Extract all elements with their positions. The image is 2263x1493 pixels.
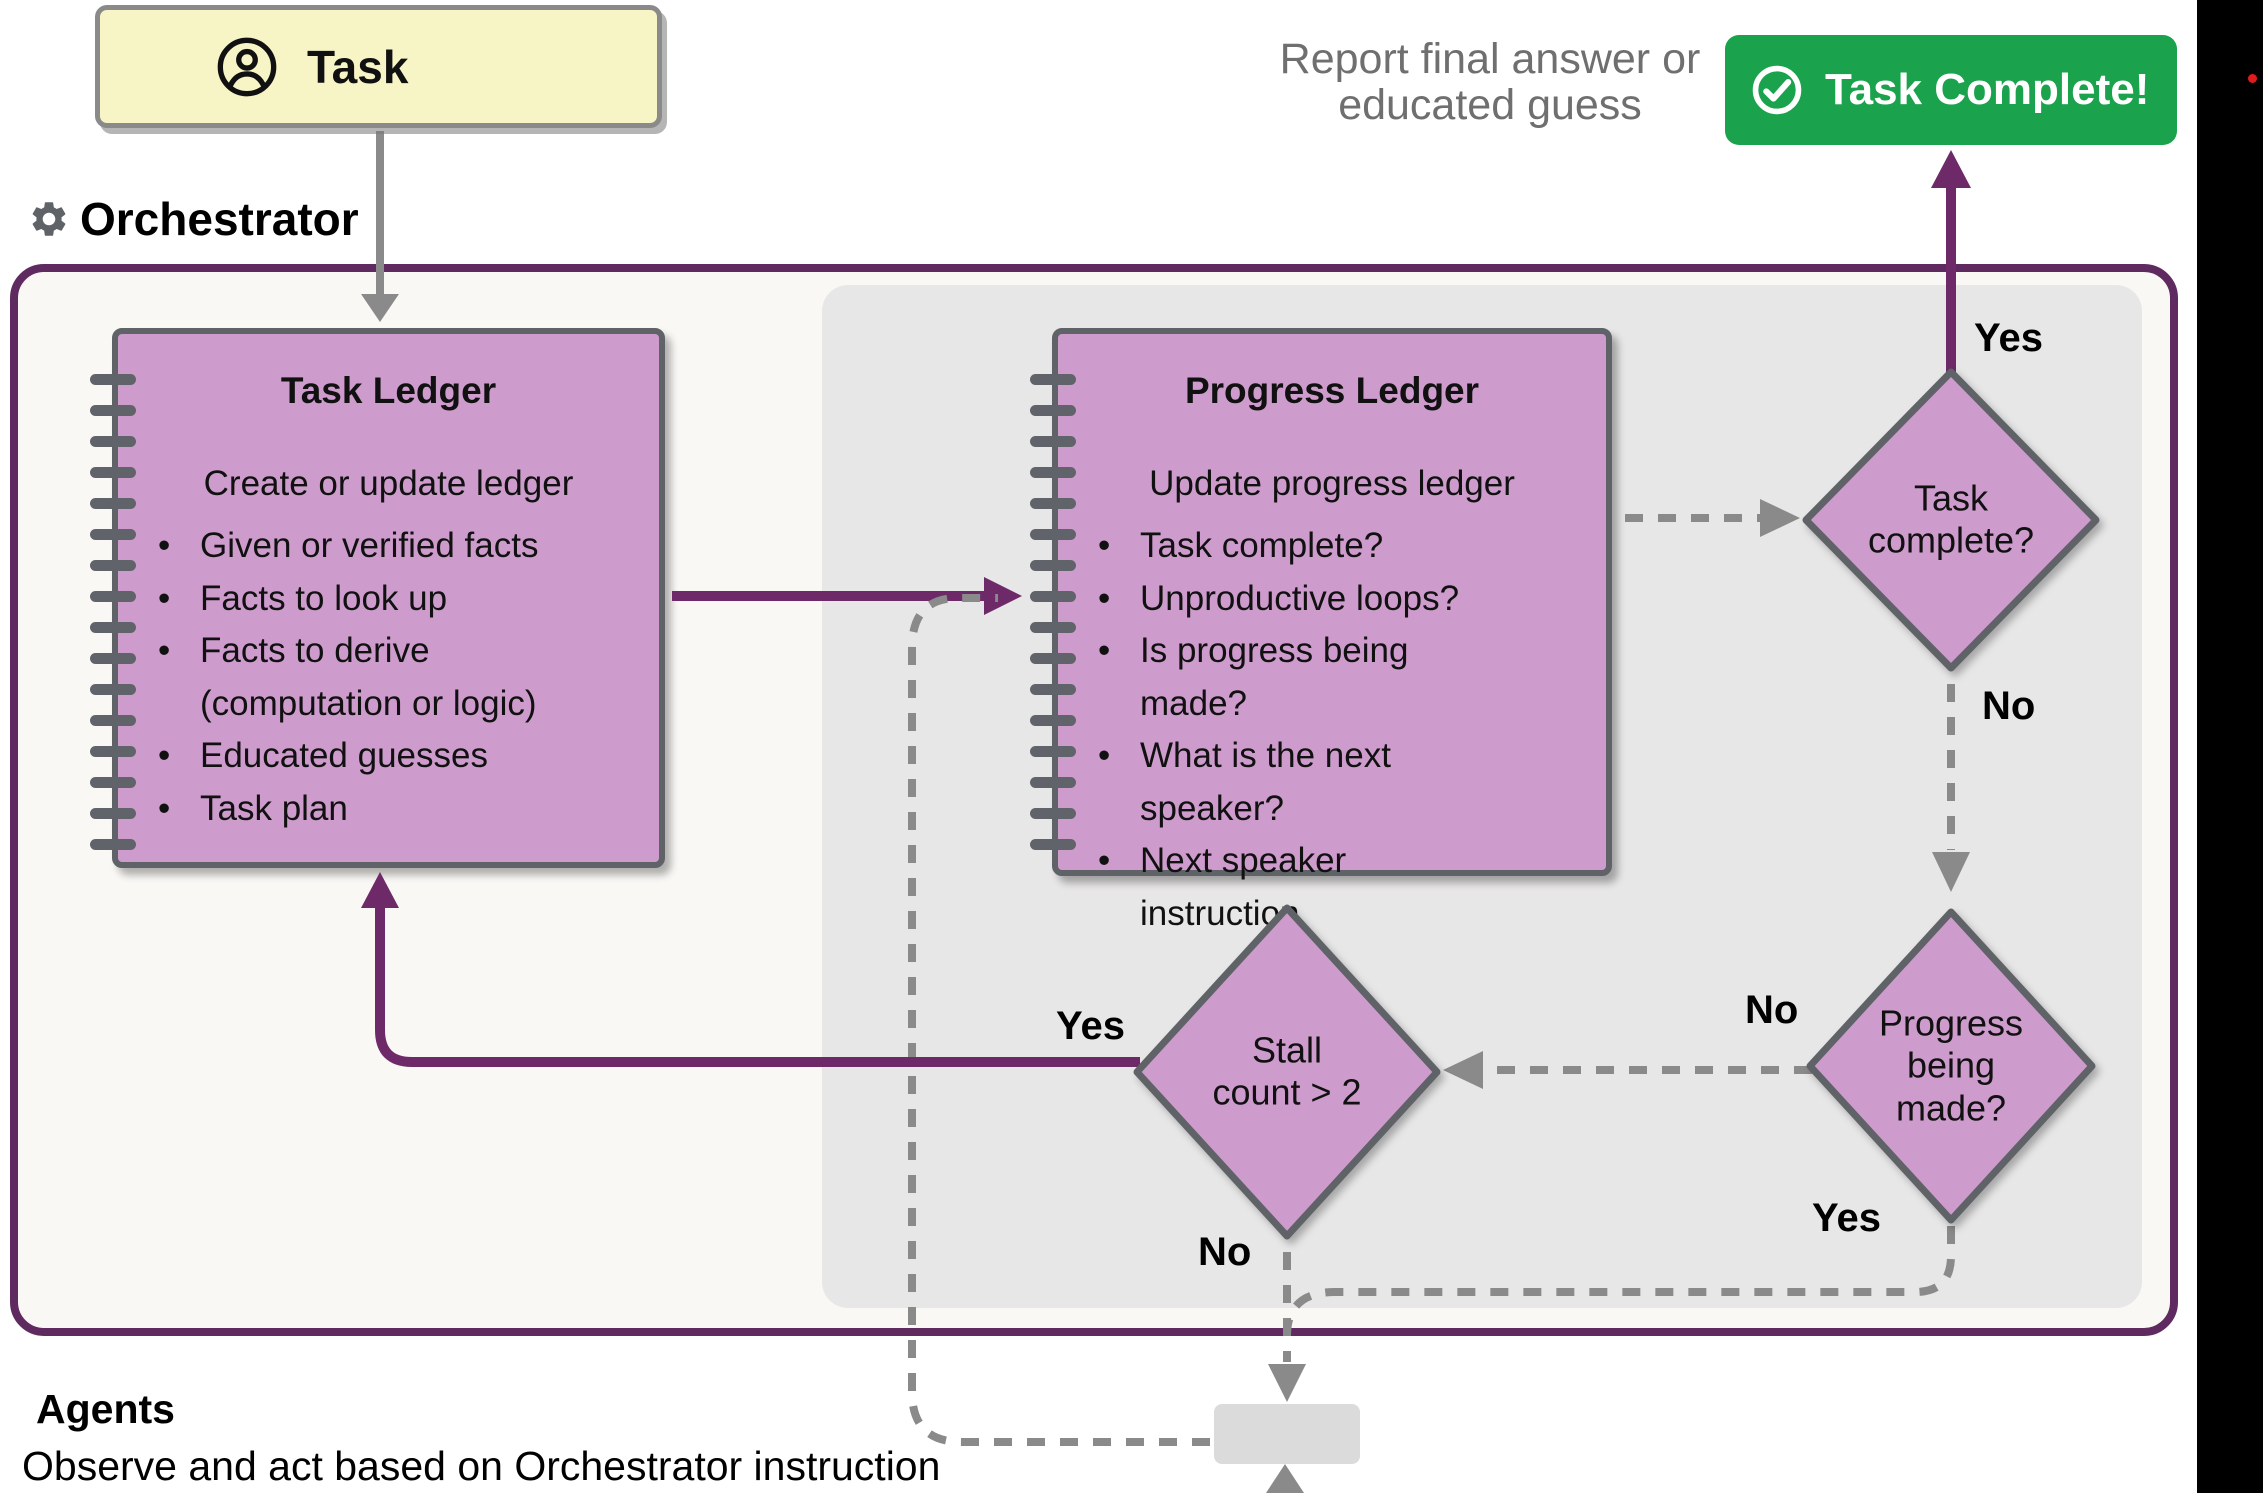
check-circle-icon xyxy=(1749,62,1805,118)
list-item: Is progress being made? xyxy=(1088,625,1496,730)
task-label: Task xyxy=(307,40,409,93)
spiral-tooth xyxy=(90,684,136,695)
progress-ledger-list: Task complete?Unproductive loops?Is prog… xyxy=(1058,520,1606,940)
spiral-tooth xyxy=(90,498,136,509)
orchestrator-label: Orchestrator xyxy=(80,193,359,245)
spiral-tooth xyxy=(1030,622,1076,633)
progress-ledger-node: Progress Ledger Update progress ledger T… xyxy=(1030,328,1612,933)
list-item: Unproductive loops? xyxy=(1088,573,1496,626)
task-ledger-title: Task Ledger xyxy=(280,370,497,411)
spiral-tooth xyxy=(90,777,136,788)
spiral-tooth xyxy=(1030,498,1076,509)
task-node: Task xyxy=(95,5,662,128)
spiral-tooth xyxy=(90,808,136,819)
spiral-tooth xyxy=(1030,684,1076,695)
agents-title: Agents xyxy=(36,1386,175,1432)
spiral-tooth xyxy=(1030,374,1076,385)
spiral-tooth xyxy=(90,405,136,416)
spiral-tooth xyxy=(1030,715,1076,726)
spiral-tooth xyxy=(1030,591,1076,602)
list-item: Educated guesses xyxy=(148,730,588,783)
black-sidebar xyxy=(2197,0,2263,1493)
task-complete-button: Task Complete! xyxy=(1725,35,2177,145)
spiral-tooth xyxy=(1030,405,1076,416)
list-item: Facts to derive (computation or logic) xyxy=(148,625,588,730)
gear-icon xyxy=(28,198,70,240)
list-item: Task complete? xyxy=(1088,520,1496,573)
yes-label-stall: Yes xyxy=(1056,1004,1125,1048)
task-ledger-list: Given or verified factsFacts to look upF… xyxy=(118,520,659,835)
spiral-tooth xyxy=(90,529,136,540)
no-label-progress: No xyxy=(1745,988,1799,1032)
task-ledger-subtitle: Create or update ledger xyxy=(203,464,574,503)
agents-caption: Agents Observe and act based on Orchestr… xyxy=(22,1386,940,1490)
spiral-tooth xyxy=(1030,839,1076,850)
spiral-tooth xyxy=(1030,777,1076,788)
task-ledger-node: Task Ledger Create or update ledger Give… xyxy=(90,328,665,868)
spiral-tooth xyxy=(90,715,136,726)
spiral-tooth xyxy=(1030,529,1076,540)
yes-label-task-complete: Yes xyxy=(1974,316,2043,360)
agents-subtitle: Observe and act based on Orchestrator in… xyxy=(22,1443,941,1489)
task-complete-button-label: Task Complete! xyxy=(1825,65,2150,114)
spiral-binding xyxy=(90,374,136,850)
spiral-tooth xyxy=(1030,746,1076,757)
spiral-tooth xyxy=(90,839,136,850)
progress-being-made-diamond-label: Progress being made? xyxy=(1878,1002,2024,1129)
spiral-tooth xyxy=(1030,560,1076,571)
spiral-tooth xyxy=(1030,808,1076,819)
no-label-stall: No xyxy=(1198,1230,1252,1274)
list-item: Given or verified facts xyxy=(148,520,588,573)
list-item: Facts to look up xyxy=(148,573,588,626)
spiral-tooth xyxy=(90,374,136,385)
no-label-task-complete: No xyxy=(1982,684,2036,728)
spiral-tooth xyxy=(90,653,136,664)
spiral-tooth xyxy=(1030,653,1076,664)
progress-ledger-title: Progress Ledger xyxy=(1184,370,1480,411)
spiral-tooth xyxy=(90,746,136,757)
yes-label-progress: Yes xyxy=(1812,1196,1881,1240)
below-to-agents-arrowhead xyxy=(1266,1464,1304,1493)
list-item: What is the next speaker? xyxy=(1088,730,1496,835)
red-dot xyxy=(2248,74,2257,83)
spiral-tooth xyxy=(90,467,136,478)
orchestrator-header: Orchestrator xyxy=(28,192,359,246)
spiral-tooth xyxy=(90,622,136,633)
agents-node xyxy=(1214,1404,1360,1464)
spiral-tooth xyxy=(1030,467,1076,478)
spiral-tooth xyxy=(90,560,136,571)
list-item: Next speaker instruction xyxy=(1088,835,1496,940)
spiral-tooth xyxy=(90,591,136,602)
spiral-tooth xyxy=(90,436,136,447)
list-item: Task plan xyxy=(148,783,588,836)
person-icon xyxy=(215,35,279,99)
stall-count-diamond-label: Stall count > 2 xyxy=(1212,1029,1362,1113)
spiral-tooth xyxy=(1030,436,1076,447)
progress-ledger-subtitle: Update progress ledger xyxy=(1149,464,1515,503)
stallno-to-agents-arrowhead xyxy=(1268,1364,1306,1402)
yes-to-complete-arrowhead xyxy=(1931,150,1971,188)
task-complete-diamond-label: Task complete? xyxy=(1867,477,2035,561)
spiral-binding xyxy=(1030,374,1076,850)
report-caption: Report final answer or educated guess xyxy=(1279,35,1701,130)
